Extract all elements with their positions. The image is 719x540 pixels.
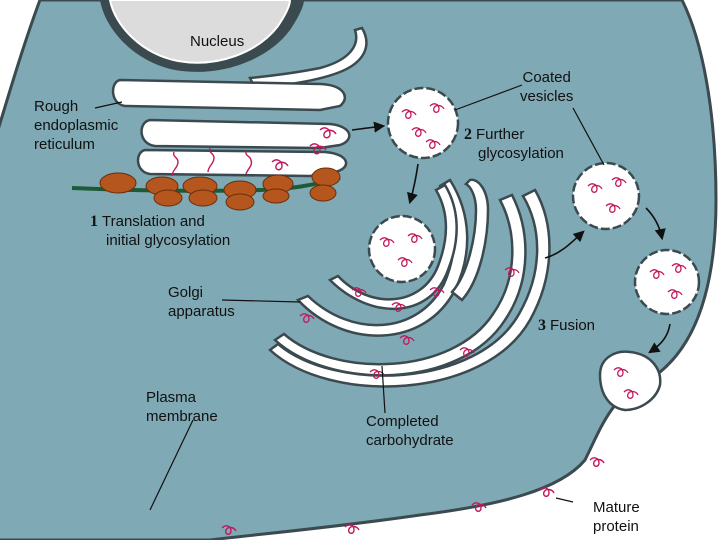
secretory-vesicle-2 [635,250,699,314]
fusing-vesicle [600,352,660,410]
mature-protein-label: Mature protein [593,498,640,536]
coated-vesicles-label: Coated vesicles [520,68,573,106]
golgi-label: Golgi apparatus [168,283,235,321]
completed-carbohydrate-label: Completed carbohydrate [366,412,454,450]
vesicle-icon [388,88,458,158]
secretory-vesicle-1 [573,163,639,229]
nucleus-label: Nucleus [190,32,244,51]
plasma-membrane-label: Plasma membrane [146,388,218,426]
golgi-vesicle [369,216,435,282]
rough-er-label: Rough endoplasmic reticulum [34,97,118,154]
